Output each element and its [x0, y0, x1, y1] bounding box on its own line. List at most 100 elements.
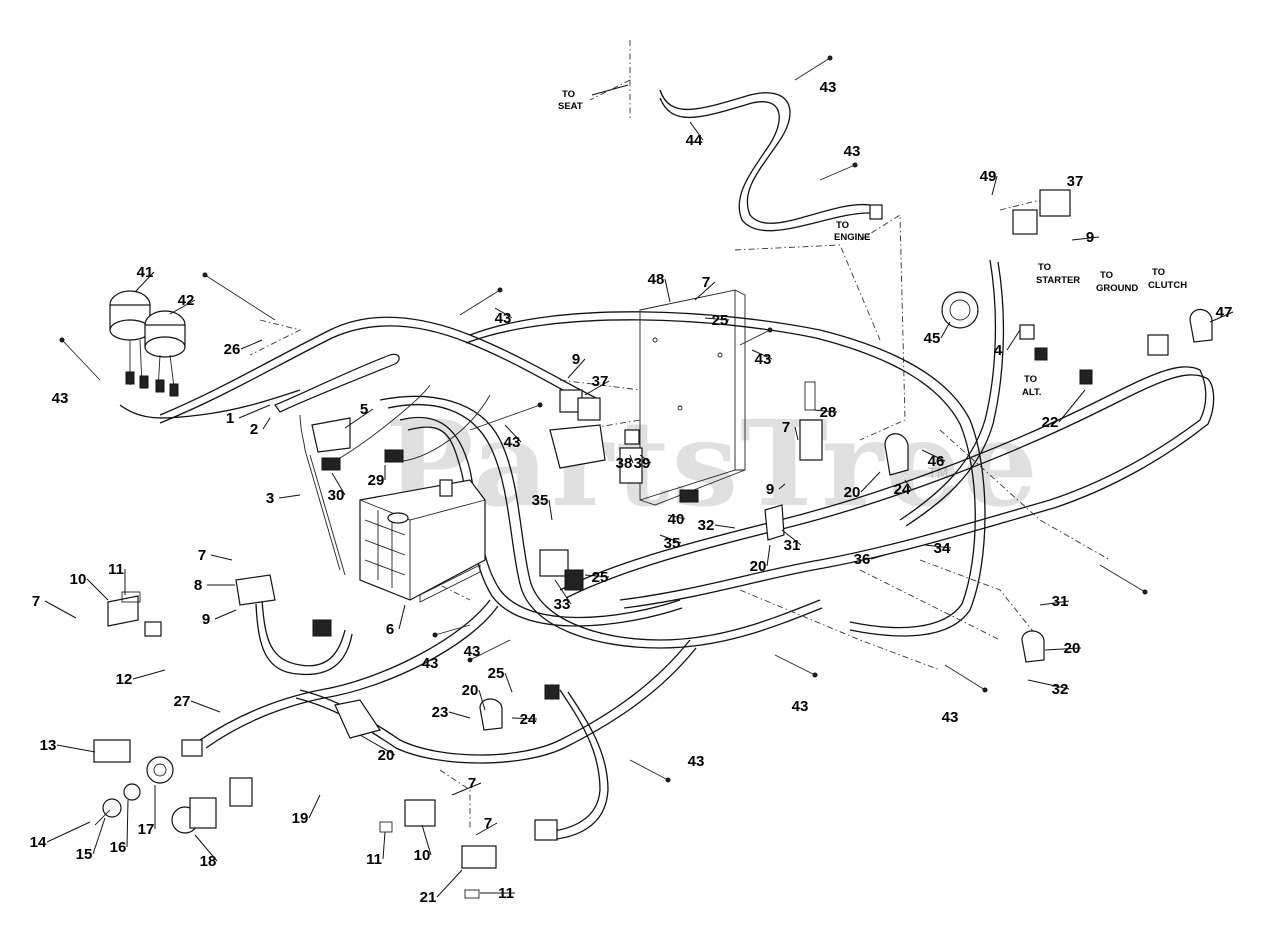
- leader-line-p26: [240, 339, 263, 350]
- part-label-p2: 2: [250, 421, 258, 438]
- part-label-p11a: 11: [108, 561, 124, 578]
- leader-line-p20c: [1044, 647, 1082, 651]
- leader-line-p10a: [86, 578, 109, 601]
- control-box-panel: [639, 289, 746, 506]
- leader-line-p43e: [494, 307, 513, 319]
- leader-line-p20a: [860, 471, 881, 493]
- leader-line-p20d: [478, 689, 486, 711]
- callout-labels: TO SEAT TO ENGINE TO STARTER TO GROUND T…: [558, 84, 1187, 398]
- part-label-p20a: 20: [844, 484, 861, 501]
- part-label-p6: 6: [386, 621, 394, 638]
- part-label-p43c: 43: [52, 390, 69, 407]
- part-label-p49: 49: [980, 168, 997, 185]
- leader-line-p47: [1209, 311, 1234, 323]
- leader-line-p25a: [704, 317, 730, 321]
- leader-line-p5: [344, 408, 374, 429]
- battery-strap-and-cables: [274, 353, 491, 576]
- part-label-p27: 27: [174, 693, 191, 710]
- part-label-p26: 26: [224, 341, 241, 358]
- leader-line-p31a: [781, 529, 802, 546]
- part-label-p35b: 35: [664, 535, 681, 552]
- leader-line-p9a: [1071, 236, 1100, 241]
- part-label-p45: 45: [924, 330, 941, 347]
- callout-to-seat-line2: SEAT: [558, 101, 583, 112]
- callout-to-seat-line1: TO: [562, 89, 575, 100]
- part-label-p32a: 32: [698, 517, 715, 534]
- part-label-p31b: 31: [1052, 593, 1069, 610]
- part-label-p39: 39: [634, 455, 651, 472]
- part-label-p37b: 37: [592, 373, 609, 390]
- dash-switches: [93, 574, 560, 899]
- part-label-p25b: 25: [592, 569, 609, 586]
- part-label-p37a: 37: [1067, 173, 1084, 190]
- leader-line-p9b: [567, 358, 586, 379]
- assembly-guide-lines: [249, 40, 1111, 830]
- part-label-p43k: 43: [688, 753, 705, 770]
- leader-line-p2: [262, 417, 271, 430]
- callout-to-engine-line1: TO: [836, 220, 849, 231]
- callout-to-clutch-line2: CLUTCH: [1148, 280, 1187, 291]
- part-label-p29: 29: [368, 472, 385, 489]
- part-label-p43g: 43: [422, 655, 439, 672]
- part-label-p8: 8: [194, 577, 202, 594]
- part-label-p36: 36: [854, 551, 871, 568]
- leader-line-p34: [924, 544, 952, 549]
- part-label-p24a: 24: [894, 481, 911, 498]
- part-label-p34: 34: [934, 540, 951, 557]
- leader-line-p44: [689, 121, 704, 141]
- leader-line-p18: [194, 834, 218, 862]
- leader-line-p6: [398, 604, 406, 630]
- part-label-p20e: 20: [378, 747, 395, 764]
- leader-line-p9c: [778, 483, 786, 490]
- leader-line-p40: [667, 514, 686, 520]
- leader-line-p12: [132, 669, 166, 680]
- part-label-p31a: 31: [784, 537, 801, 554]
- part-label-p40: 40: [668, 511, 685, 528]
- part-label-p30: 30: [328, 487, 345, 504]
- leader-line-p35a: [548, 499, 553, 521]
- part-label-p43i: 43: [792, 698, 809, 715]
- leader-line-p33: [554, 579, 572, 605]
- part-label-p15: 15: [76, 846, 93, 863]
- part-label-p7f: 7: [484, 815, 492, 832]
- part-label-p13: 13: [40, 737, 57, 754]
- leader-line-p48: [664, 278, 671, 303]
- part-label-p23: 23: [432, 704, 449, 721]
- leader-line-p16: [126, 799, 129, 848]
- leader-lines: [44, 121, 1234, 898]
- leader-line-p36: [870, 554, 886, 560]
- leader-line-p23: [448, 711, 471, 719]
- part-label-p33: 33: [554, 596, 571, 613]
- callout-to-starter-line1: TO: [1038, 262, 1051, 273]
- leader-line-p28: [813, 409, 838, 413]
- leader-line-p4: [1006, 329, 1021, 351]
- leader-line-p22: [1058, 389, 1086, 423]
- leader-line-p7b: [794, 426, 799, 441]
- part-label-p44: 44: [686, 132, 703, 149]
- leader-line-p14: [46, 821, 91, 843]
- part-label-p9d: 9: [202, 611, 210, 628]
- part-label-p10a: 10: [70, 571, 87, 588]
- leader-line-p49: [991, 175, 998, 196]
- leader-line-p7d: [44, 600, 77, 619]
- part-label-p11b: 11: [366, 851, 382, 868]
- part-label-p20d: 20: [462, 682, 479, 699]
- leader-line-p43d: [751, 349, 773, 360]
- part-label-p43h: 43: [464, 643, 481, 660]
- part-label-p28: 28: [820, 404, 837, 421]
- part-label-p42: 42: [178, 292, 195, 309]
- callout-to-alt-line1: TO: [1024, 374, 1037, 385]
- part-label-p43e: 43: [495, 310, 512, 327]
- leader-line-p20b: [766, 544, 771, 567]
- leader-line-p7f: [475, 822, 498, 836]
- callout-to-starter-line2: STARTER: [1036, 275, 1080, 286]
- battery: [359, 479, 486, 603]
- part-label-p25a: 25: [712, 312, 729, 329]
- leader-line-p42: [169, 299, 196, 315]
- part-label-p21: 21: [420, 889, 437, 906]
- leader-line-p24b: [511, 717, 538, 720]
- part-label-p32b: 32: [1052, 681, 1069, 698]
- leader-line-p25c: [504, 672, 513, 693]
- leader-line-p39: [639, 454, 652, 464]
